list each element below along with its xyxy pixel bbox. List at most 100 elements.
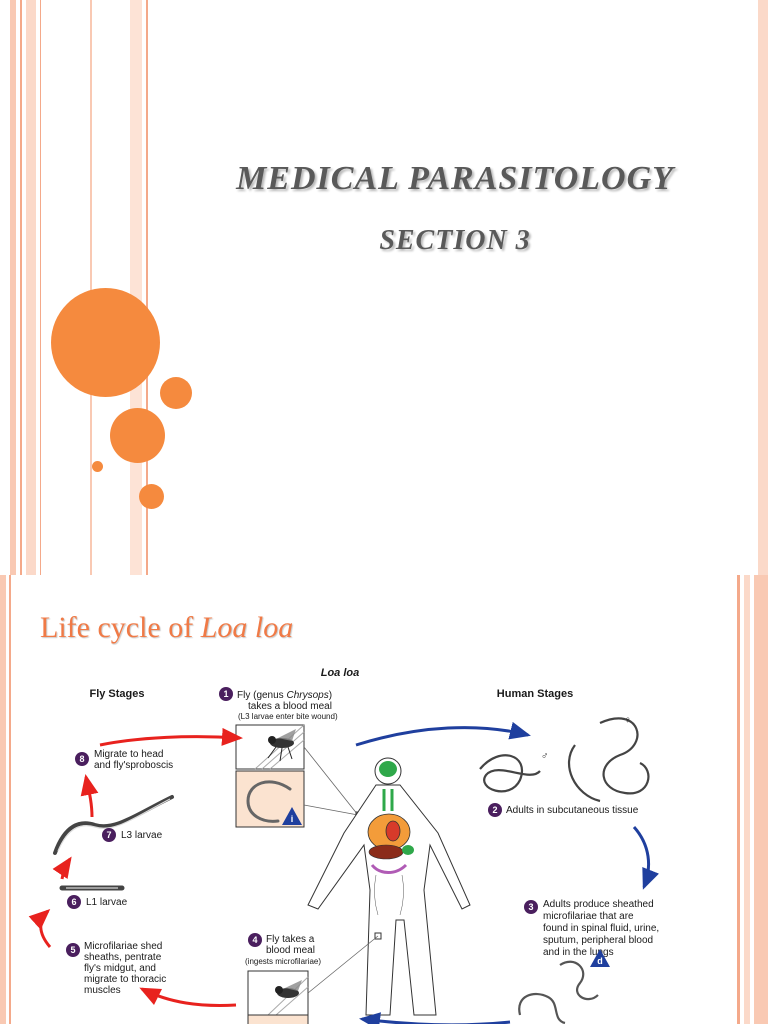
step4-text: Fly takes a blood meal bbox=[266, 934, 317, 956]
decorative-stripe bbox=[758, 0, 768, 575]
female-symbol: ♀ bbox=[624, 715, 632, 726]
step-number: 6 bbox=[71, 897, 76, 907]
worm-icon bbox=[246, 780, 292, 823]
decorative-stripe bbox=[9, 575, 11, 1024]
step-1: 1 Fly (genus Chrysops) takes a blood mea… bbox=[219, 687, 338, 721]
step6-text: L1 larvae bbox=[86, 897, 128, 908]
decorative-stripe bbox=[0, 575, 6, 1024]
step5-line: fly's midgut, and bbox=[84, 963, 156, 974]
step1-line3: (L3 larvae enter bite wound) bbox=[238, 712, 338, 721]
step7-text: L3 larvae bbox=[121, 830, 163, 841]
diagnostic-stage-letter: d bbox=[597, 956, 603, 966]
step-number: 1 bbox=[223, 689, 228, 699]
step-2: 2 Adults in subcutaneous tissue bbox=[488, 803, 639, 817]
step2-text: Adults in subcutaneous tissue bbox=[506, 805, 639, 816]
decorative-stripe bbox=[20, 0, 22, 575]
step5-line: migrate to thoracic bbox=[84, 974, 166, 985]
human-stages-label: Human Stages bbox=[497, 688, 573, 700]
human-cycle-arrow bbox=[355, 721, 531, 747]
fly-icon bbox=[275, 980, 302, 998]
decorative-circle-medium bbox=[110, 408, 165, 463]
step1-line1-c: ) bbox=[329, 690, 332, 701]
decorative-circle-large bbox=[51, 288, 160, 397]
step5-line: muscles bbox=[84, 985, 121, 996]
diagram-title: Loa loa bbox=[321, 667, 360, 679]
step-number: 5 bbox=[70, 945, 75, 955]
step1-line1: Fly (genus Chrysops) bbox=[237, 690, 332, 701]
human-cycle-arrow bbox=[359, 1012, 511, 1024]
decorative-stripe bbox=[26, 0, 36, 575]
microfilariae-image: d bbox=[518, 949, 610, 1024]
step3-line: and in the lungs bbox=[543, 947, 614, 958]
step4-note: (ingests microfilariae) bbox=[245, 957, 321, 966]
worm-icon bbox=[518, 960, 599, 1024]
step-number: 8 bbox=[79, 754, 84, 764]
life-cycle-diagram: Loa loa Fly Stages Human Stages 1 Fly (g… bbox=[28, 667, 662, 1024]
step4-line: blood meal bbox=[266, 945, 315, 956]
decorative-stripe bbox=[737, 575, 740, 1024]
decorative-stripe bbox=[754, 575, 768, 1024]
decorative-stripe bbox=[146, 0, 148, 575]
step-4: 4 Fly takes a blood meal (ingests microf… bbox=[245, 933, 321, 966]
infective-stage-marker bbox=[282, 807, 302, 825]
worm-icon bbox=[479, 754, 541, 793]
step8-line: Migrate to head bbox=[94, 749, 164, 760]
step-badge bbox=[102, 828, 116, 842]
life-cycle-slide: Life cycle of Loa loa Loa loa Fly Stages… bbox=[0, 575, 768, 1024]
step-number: 2 bbox=[492, 805, 497, 815]
l3-larva-image bbox=[53, 795, 174, 855]
connector-line bbox=[303, 746, 359, 816]
slide-heading: Life cycle of Loa loa bbox=[40, 611, 293, 645]
human-figure-icon bbox=[307, 757, 471, 1016]
step8-line: and fly'sproboscis bbox=[94, 760, 173, 771]
step5-text: Microfilariae shed sheaths, pentrate fly… bbox=[84, 941, 169, 996]
heading-prefix: Life cycle of bbox=[40, 611, 201, 644]
fly-cycle-arrow bbox=[28, 908, 52, 948]
connector-line bbox=[303, 804, 359, 816]
step-number: 3 bbox=[528, 902, 533, 912]
step-6: 6 L1 larvae bbox=[67, 895, 128, 909]
step3-line: found in spinal fluid, urine, bbox=[543, 923, 659, 934]
step-5: 5 Microfilariae shed sheaths, pentrate f… bbox=[66, 941, 169, 996]
step3-line: microfilariae that are bbox=[543, 911, 634, 922]
step-badge bbox=[67, 895, 81, 909]
step1-genus: Chrysops bbox=[286, 690, 328, 701]
fly-feeding-image bbox=[235, 724, 305, 770]
fly-cycle-arrow bbox=[99, 727, 243, 747]
title-slide: MEDICAL PARASITOLOGY SECTION 3 bbox=[10, 0, 768, 575]
step1-line2: takes a blood meal bbox=[248, 701, 332, 712]
step-badge bbox=[248, 933, 262, 947]
male-symbol: ♂ bbox=[541, 751, 549, 762]
step-badge bbox=[75, 752, 89, 766]
step-3: 3 Adults produce sheathed microfilariae … bbox=[524, 899, 662, 958]
step8-text: Migrate to head and fly'sproboscis bbox=[94, 749, 173, 771]
human-cycle-arrow bbox=[632, 826, 660, 890]
worm-icon bbox=[53, 795, 174, 855]
fly-stages-label: Fly Stages bbox=[89, 688, 144, 700]
step5-line: sheaths, pentrate bbox=[84, 952, 162, 963]
decorative-stripe bbox=[10, 0, 16, 575]
diagnostic-stage-marker bbox=[590, 949, 610, 967]
step-badge bbox=[66, 943, 80, 957]
step-8: 8 Migrate to head and fly'sproboscis bbox=[75, 749, 173, 771]
step-number: 4 bbox=[252, 935, 257, 945]
step1-line1-a: Fly (genus bbox=[237, 690, 286, 701]
decorative-stripe bbox=[744, 575, 750, 1024]
step3-line: Adults produce sheathed bbox=[543, 899, 654, 910]
decorative-circle-small bbox=[160, 377, 192, 409]
step-badge bbox=[488, 803, 502, 817]
step-badge bbox=[524, 900, 538, 914]
adult-worms-image: ♂ ♀ bbox=[479, 715, 650, 803]
step4-line: Fly takes a bbox=[266, 934, 315, 945]
infective-stage-letter: i bbox=[291, 814, 294, 824]
slide-subtitle: SECTION 3 bbox=[379, 225, 531, 256]
fly-cycle-arrow bbox=[52, 856, 72, 880]
step3-text: Adults produce sheathed microfilariae th… bbox=[543, 899, 662, 958]
step3-line: sputum, peripheral blood bbox=[543, 935, 653, 946]
decorative-stripe bbox=[90, 0, 92, 575]
heading-species: Loa loa bbox=[200, 611, 294, 644]
fly-feeding-image bbox=[247, 970, 309, 1024]
fly-cycle-arrow bbox=[80, 774, 99, 818]
decorative-stripe bbox=[40, 0, 41, 575]
decorative-circle-small bbox=[139, 484, 164, 509]
